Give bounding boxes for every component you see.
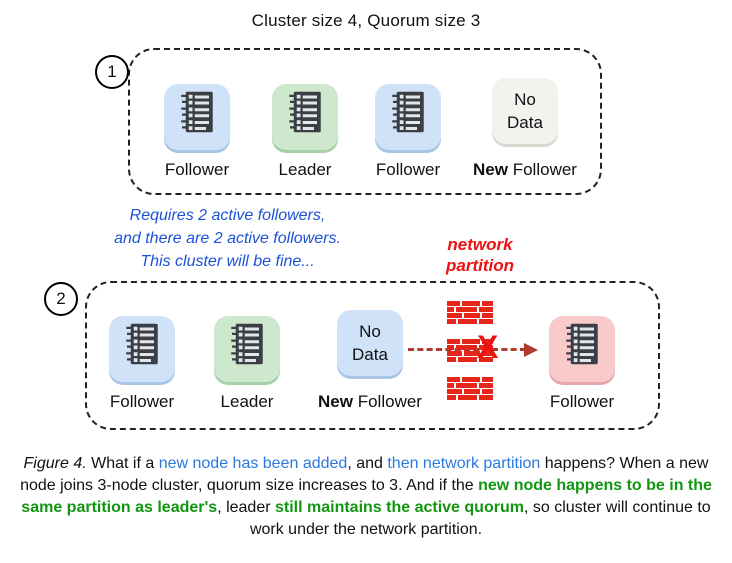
cluster-panel-2 xyxy=(85,281,660,430)
no-data-node-box: No Data xyxy=(337,310,403,376)
leader-node-box xyxy=(214,316,280,382)
no-data-text: No Data xyxy=(507,90,543,132)
notebook-log-icon xyxy=(173,84,221,140)
quorum-annotation: Requires 2 active followers, and there a… xyxy=(114,207,341,270)
notebook-log-icon xyxy=(223,316,271,372)
node-leader-2: Leader xyxy=(214,310,280,411)
brick-wall-icon xyxy=(447,375,493,402)
node-label: New Follower xyxy=(473,160,577,179)
no-data-text: No Data xyxy=(352,322,388,364)
follower-node-box xyxy=(164,84,230,150)
no-data-node-box: No Data xyxy=(492,78,558,144)
node-follower-partitioned: Follower xyxy=(549,310,615,411)
follower-node-box xyxy=(109,316,175,382)
node-label: Follower xyxy=(164,160,230,179)
blocked-x-icon: X xyxy=(477,329,499,365)
node-label: Follower xyxy=(375,160,441,179)
notebook-log-icon xyxy=(384,84,432,140)
node-label: Leader xyxy=(220,392,274,411)
node-label: Follower xyxy=(109,392,175,411)
leader-node-box xyxy=(272,84,338,150)
figure-caption: Figure 4. What if a new node has been ad… xyxy=(20,455,712,538)
brick-wall-icon xyxy=(447,299,493,326)
follower-node-box xyxy=(375,84,441,150)
notebook-log-icon xyxy=(281,84,329,140)
partitioned-follower-node-box xyxy=(549,316,615,382)
step-2-badge: 2 xyxy=(44,282,78,316)
notebook-log-icon xyxy=(558,316,606,372)
node-new-follower-2: No Data New Follower xyxy=(318,310,422,411)
network-partition-label: network partition xyxy=(446,235,514,275)
cluster-panel-1 xyxy=(128,48,602,195)
partition-arrow-head xyxy=(524,343,538,357)
node-leader-1: Leader xyxy=(272,78,338,179)
node-label: Follower xyxy=(549,392,615,411)
node-label: Leader xyxy=(278,160,332,179)
node-label: New Follower xyxy=(318,392,422,411)
caption-figure-number: Figure 4. xyxy=(23,455,87,472)
figure-title: Cluster size 4, Quorum size 3 xyxy=(251,11,481,30)
notebook-log-icon xyxy=(118,316,166,372)
step-1-badge: 1 xyxy=(95,55,129,89)
node-follower-3: Follower xyxy=(109,310,175,411)
node-new-follower-1: No Data New Follower xyxy=(473,78,577,179)
node-follower-2: Follower xyxy=(375,78,441,179)
node-follower-1: Follower xyxy=(164,78,230,179)
